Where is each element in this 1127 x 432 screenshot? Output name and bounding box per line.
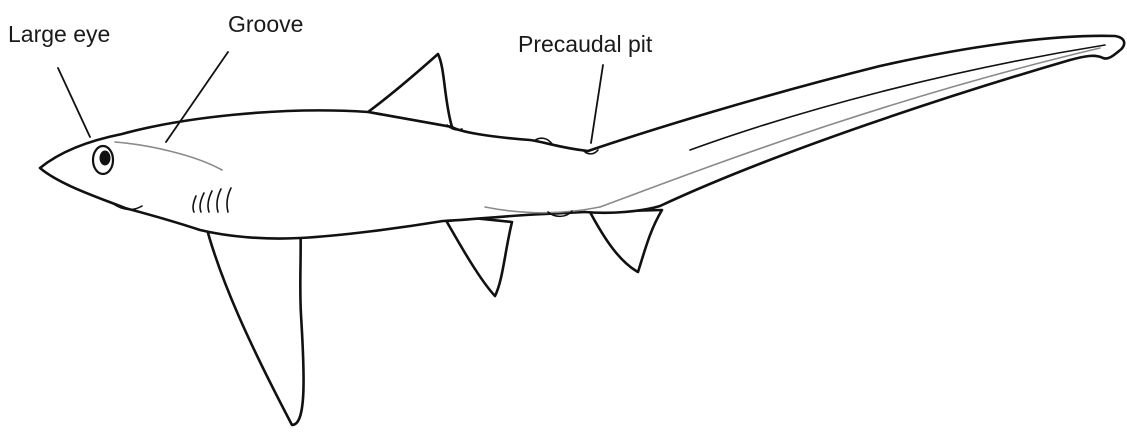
lower-tail-lobe [590,210,662,272]
pectoral-fin [205,212,304,425]
large-eye-leader [58,68,90,137]
precaudal-pit-label: Precaudal pit [518,31,653,57]
precaudal-pit-leader [591,65,603,143]
eye-pupil [100,151,111,166]
groove-label: Groove [228,11,303,37]
shark-body [40,36,1124,239]
large-eye-label: Large eye [8,21,110,47]
pelvic-fin [443,215,512,296]
